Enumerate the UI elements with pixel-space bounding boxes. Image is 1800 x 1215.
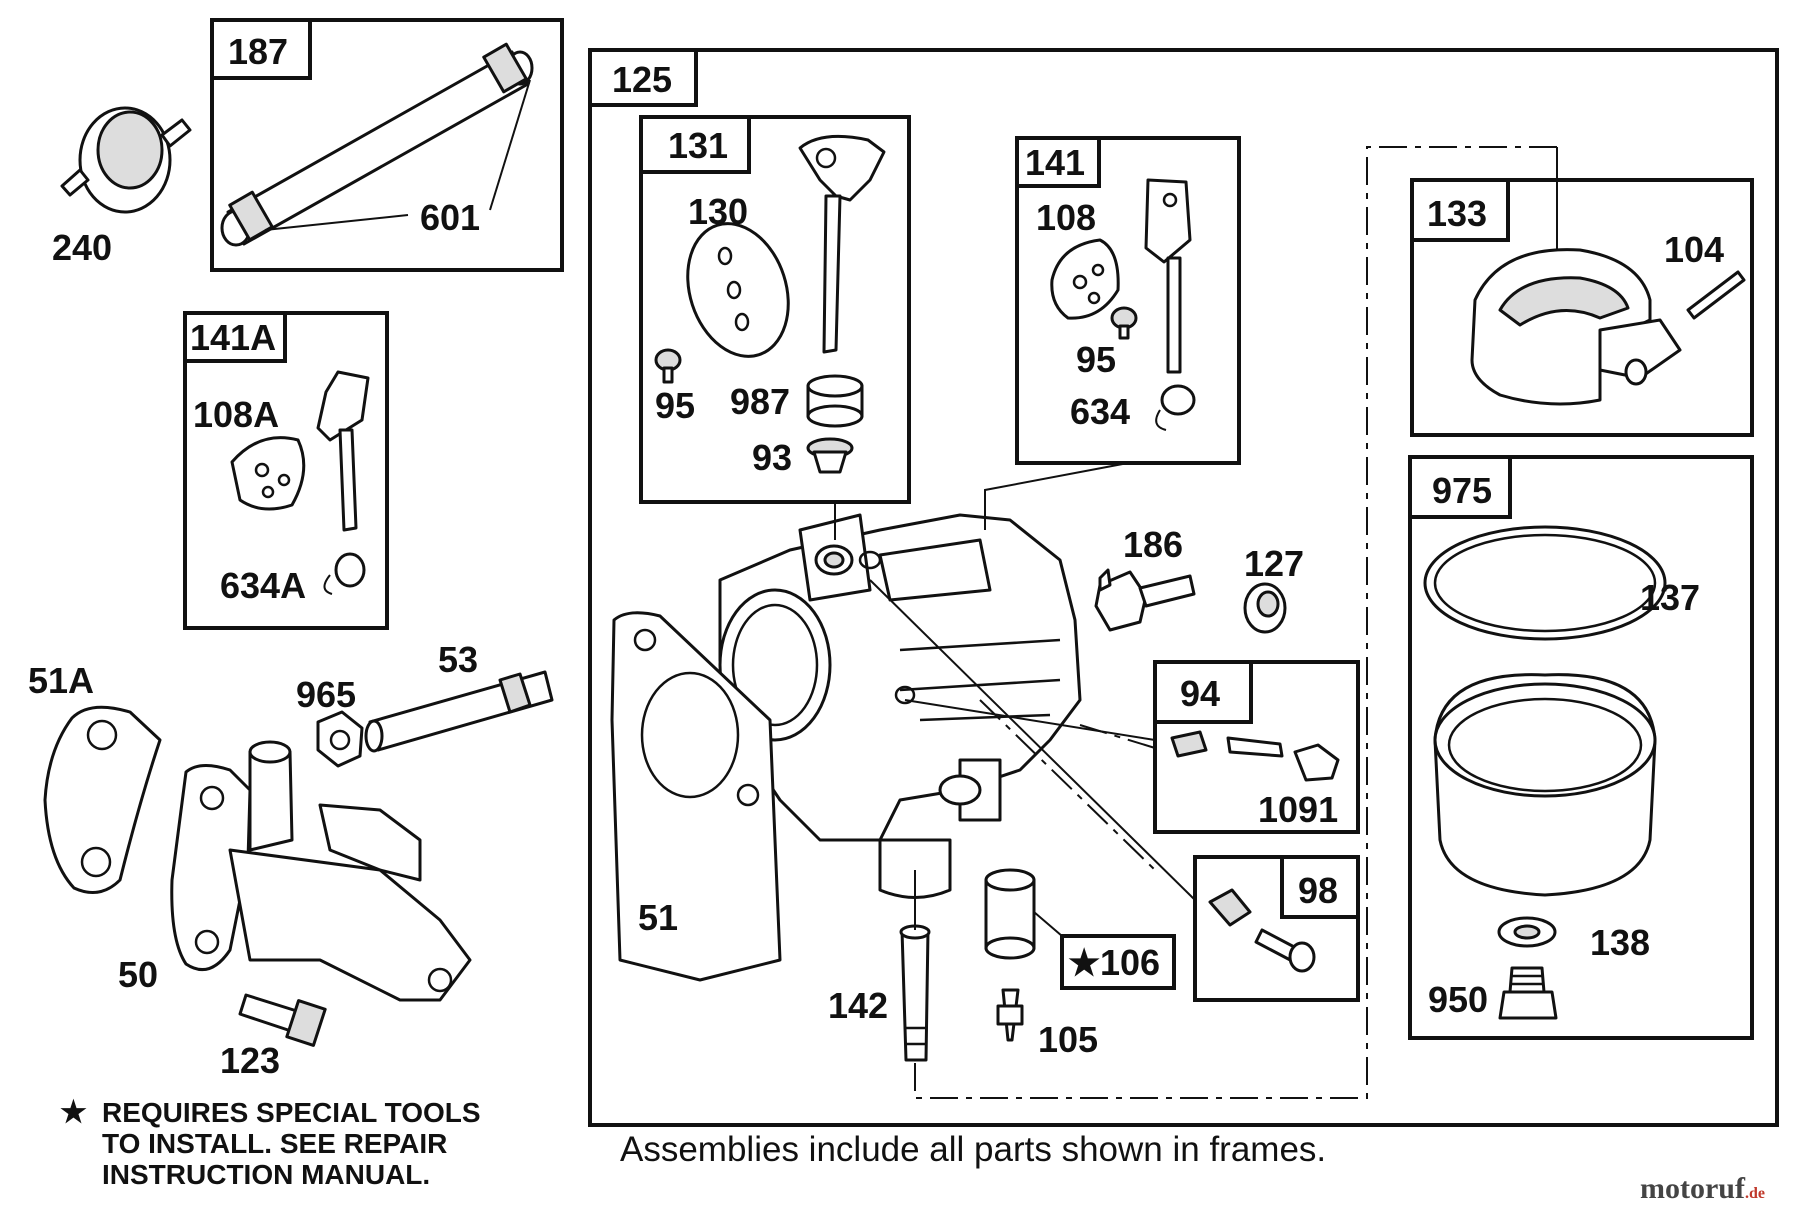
part-label-634A: 634A xyxy=(220,565,306,606)
part-label-965: 965 xyxy=(296,674,356,715)
pin-104 xyxy=(1686,270,1746,320)
seal-987 xyxy=(806,374,864,428)
intake-manifold-50 xyxy=(170,740,472,1002)
part-label-50: 50 xyxy=(118,954,158,995)
part-label-51: 51 xyxy=(638,897,678,938)
frame-98-label: 98 xyxy=(1298,870,1338,911)
part-label-634: 634 xyxy=(1070,391,1130,432)
part-label-987: 987 xyxy=(730,381,790,422)
emulsion-tube-142 xyxy=(899,924,931,1062)
frame-141A: 141A xyxy=(183,311,389,630)
watermark-suffix: .de xyxy=(1744,1185,1765,1202)
assemblies-caption: Assemblies include all parts shown in fr… xyxy=(620,1130,1327,1169)
frame-187: 187 xyxy=(210,18,564,272)
part-label-138: 138 xyxy=(1590,922,1650,963)
screw-95-choke xyxy=(1110,306,1138,340)
part-label-108A: 108A xyxy=(193,394,279,435)
frame-133: 133 xyxy=(1410,178,1754,437)
screw-123 xyxy=(238,993,327,1047)
choke-shaft-108A xyxy=(316,370,370,532)
part-label-137: 137 xyxy=(1640,577,1700,618)
special-tools-note: ★ REQUIRES SPECIAL TOOLS TO INSTALL. SEE… xyxy=(60,1097,481,1190)
choke-shaft xyxy=(1144,178,1192,374)
part-label-106: 106 xyxy=(1100,942,1160,983)
part-label-105: 105 xyxy=(1038,1019,1098,1060)
note-line-1: REQUIRES SPECIAL TOOLS xyxy=(102,1097,481,1128)
part-label-108: 108 xyxy=(1036,197,1096,238)
frame-94: 94 xyxy=(1153,660,1360,834)
frame-98: 98 xyxy=(1193,855,1360,1002)
part-label-1091: 1091 xyxy=(1258,789,1338,830)
idle-screw-98 xyxy=(1208,888,1316,973)
frame-131: 131 xyxy=(639,115,911,504)
watermark-text: motoruf xyxy=(1640,1172,1745,1205)
frame-975-label: 975 xyxy=(1432,470,1492,511)
svg-text:★: ★ xyxy=(1068,942,1100,983)
spring-634A xyxy=(323,552,366,595)
cap-127 xyxy=(1243,582,1287,634)
gasket-51 xyxy=(610,611,782,982)
elbow-fitting-186 xyxy=(1094,568,1196,632)
float-bowl xyxy=(1433,673,1657,897)
part-label-104: 104 xyxy=(1664,229,1724,270)
frame-125-label: 125 xyxy=(612,59,672,100)
watermark-logo: motoruf.de xyxy=(1640,1172,1765,1206)
needle-105 xyxy=(996,988,1024,1042)
float-133 xyxy=(1470,248,1682,406)
dashed-leader-94 xyxy=(1079,724,1156,749)
frame-125: 125 xyxy=(588,48,1779,1127)
throttle-shaft xyxy=(798,134,886,354)
frame-975: 975 xyxy=(1408,455,1754,1040)
tag-106: ★ 106 xyxy=(1060,934,1176,990)
part-label-95-throttle: 95 xyxy=(655,385,695,426)
part-label-130: 130 xyxy=(688,191,748,232)
bushing-93 xyxy=(806,437,854,474)
nut-965 xyxy=(316,710,364,768)
screw-95 xyxy=(654,348,682,384)
part-label-240: 240 xyxy=(52,227,112,268)
star-icon: ★ xyxy=(60,1096,87,1129)
fuel-line-601 xyxy=(220,42,534,247)
bowl-gasket-137 xyxy=(1423,525,1667,641)
part-label-123: 123 xyxy=(220,1040,280,1081)
frame-141A-label: 141A xyxy=(190,317,276,358)
fuel-filter-240 xyxy=(60,106,192,214)
part-label-53: 53 xyxy=(438,639,478,680)
frame-133-label: 133 xyxy=(1427,193,1487,234)
frame-141-label: 141 xyxy=(1025,142,1085,183)
part-label-93: 93 xyxy=(752,437,792,478)
choke-plate-108 xyxy=(1050,238,1120,320)
dashed-leader-98 xyxy=(979,699,1156,871)
part-label-186: 186 xyxy=(1123,524,1183,565)
bowl-nut-950 xyxy=(1498,966,1558,1020)
part-label-127: 127 xyxy=(1244,543,1304,584)
note-line-3: INSTRUCTION MANUAL. xyxy=(102,1159,431,1190)
seat-106 xyxy=(984,868,1036,960)
part-label-950: 950 xyxy=(1428,979,1488,1020)
washer-138 xyxy=(1497,916,1557,948)
throttle-plate-130 xyxy=(686,222,790,358)
choke-plate-108A xyxy=(230,436,306,511)
note-line-2: TO INSTALL. SEE REPAIR xyxy=(102,1128,448,1159)
leader-lines xyxy=(834,462,1196,930)
stud-53 xyxy=(364,670,554,753)
needle-assembly-94 xyxy=(1170,730,1340,782)
frame-131-label: 131 xyxy=(668,125,728,166)
spring-634 xyxy=(1155,384,1196,431)
part-label-142: 142 xyxy=(828,985,888,1026)
frame-187-label: 187 xyxy=(228,31,288,72)
part-label-95-choke: 95 xyxy=(1076,339,1116,380)
part-label-51A: 51A xyxy=(28,660,94,701)
part-label-601: 601 xyxy=(420,197,480,238)
frame-94-label: 94 xyxy=(1180,673,1220,714)
gasket-51A xyxy=(43,705,162,894)
